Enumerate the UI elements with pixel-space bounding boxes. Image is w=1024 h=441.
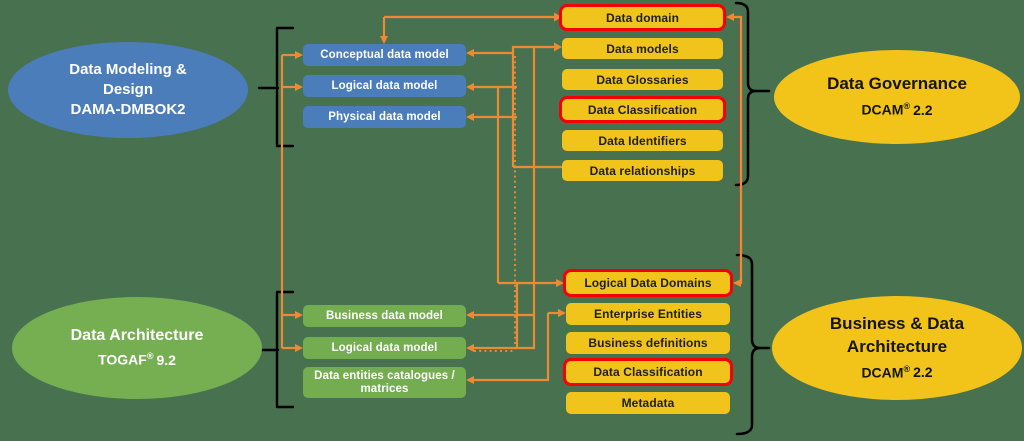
ellipse-data-governance: Data Governance DCAM®2.2 [774, 50, 1020, 144]
ellipse-line: DAMA-DMBOK2 [70, 101, 186, 118]
box-data-entities-catalogues: Data entities catalogues / matrices [303, 367, 466, 398]
ellipse-line: TOGAF®9.2 [98, 351, 176, 368]
ellipse-line: DCAM®2.2 [861, 101, 933, 118]
ellipse-business-data-architecture: Business & Data Architecture DCAM®2.2 [772, 296, 1022, 400]
bracket-left-bottom [259, 290, 295, 409]
ellipse-line: Business & Data [829, 313, 965, 333]
ellipse-data-modeling-design: Data Modeling & Design DAMA-DMBOK2 [8, 42, 248, 138]
box-enterprise-entities: Enterprise Entities [566, 303, 730, 325]
brace-right-top [734, 1, 771, 187]
box-data-domain: Data domain [559, 4, 726, 31]
ellipse-data-architecture: Data Architecture TOGAF®9.2 [12, 297, 262, 399]
box-logical-data-domains: Logical Data Domains [563, 269, 733, 297]
ellipse-line: Architecture [846, 336, 948, 356]
registered-mark: ® [146, 351, 154, 362]
ellipse-line: DCAM®2.2 [861, 363, 933, 381]
box-logical-data-model: Logical data model [303, 75, 466, 97]
box-data-relationships: Data relationships [562, 160, 723, 181]
box-line: matrices [360, 382, 409, 395]
registered-mark: ® [903, 101, 911, 112]
box-data-identifiers: Data Identifiers [562, 130, 723, 151]
box-conceptual-data-model: Conceptual data model [303, 44, 466, 66]
registered-mark: ® [903, 363, 911, 374]
ellipse-line: Data Governance [827, 74, 967, 94]
arrowheads [295, 12, 741, 384]
box-data-classification-top: Data Classification [559, 96, 726, 123]
box-physical-data-model: Physical data model [303, 106, 466, 128]
box-business-data-model: Business data model [303, 305, 466, 327]
box-business-definitions: Business definitions [566, 332, 730, 354]
orange-dotted-connector [474, 56, 516, 352]
ellipse-line: Design [102, 81, 153, 98]
brace-right-bottom [735, 253, 771, 436]
box-line: Data entities catalogues / [314, 369, 455, 382]
ellipse-line: Data Architecture [70, 327, 204, 345]
box-data-glossaries: Data Glossaries [562, 69, 723, 90]
bracket-left-top [257, 26, 295, 148]
box-data-classification-bottom: Data Classification [563, 358, 733, 386]
box-data-models: Data models [562, 38, 723, 59]
ellipse-line: Data Modeling & [69, 61, 187, 78]
box-metadata: Metadata [566, 392, 730, 414]
box-logical-data-model-green: Logical data model [303, 337, 466, 359]
orange-connectors [280, 15, 743, 382]
